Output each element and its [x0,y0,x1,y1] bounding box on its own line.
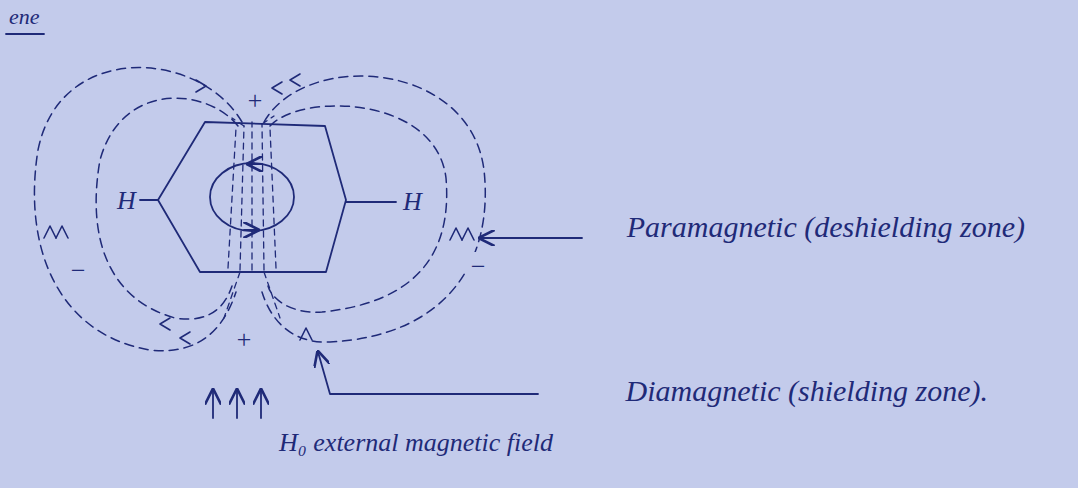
field-label: H₀ external magnetic field [276,428,556,458]
field-arrow [212,390,214,418]
current-arrow [248,163,262,165]
current-arrow [244,229,258,231]
sign-label: − [66,256,90,286]
benzene-hexagon [158,122,346,272]
induced-field-lines [224,116,280,318]
sign-label: + [243,86,267,116]
leader-line [318,352,538,394]
field-arrow [236,390,238,418]
atom-label: H [114,186,139,216]
ch-bond [140,199,158,201]
ch-bond [346,201,396,203]
sign-label: − [466,252,490,282]
leader-line [480,237,582,239]
zone-label: Diamagnetic (shielding zone). [545,374,991,409]
sign-label: + [232,325,256,355]
atom-label: H [400,187,425,217]
heading-fragment: ene [6,4,43,29]
underline [6,33,44,35]
zone-label: Paramagnetic (deshielding zone) [592,210,1028,245]
induced-field-loop [34,68,485,351]
field-direction-mark [44,74,474,344]
field-arrow [260,390,262,418]
